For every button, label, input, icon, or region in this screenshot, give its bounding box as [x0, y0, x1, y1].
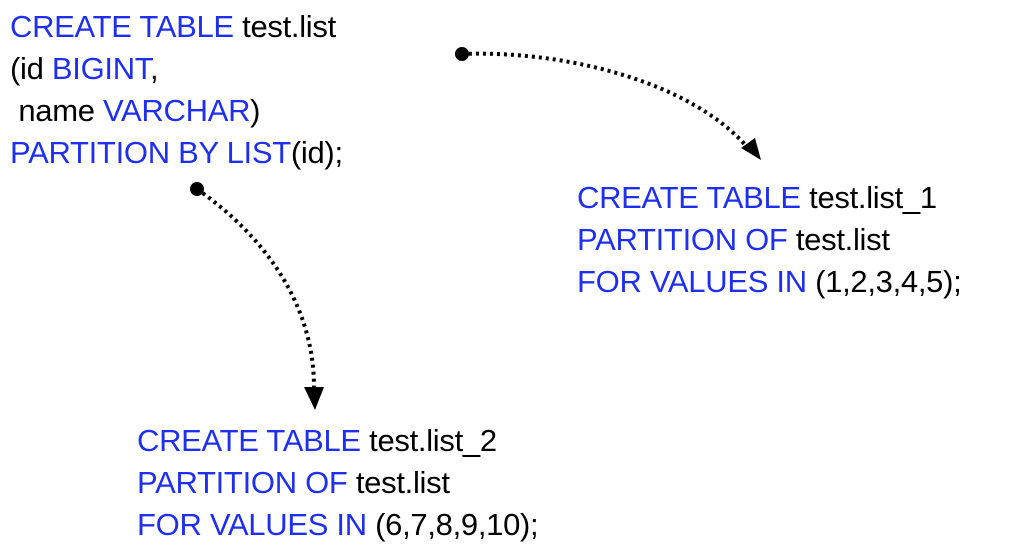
sql-keyword: PARTITION BY LIST — [10, 135, 291, 170]
sql-identifier: (1,2,3,4,5); — [806, 264, 962, 299]
partition-1-line: PARTITION OF test.list — [577, 219, 961, 261]
sql-keyword: VARCHAR — [102, 93, 251, 128]
sql-keyword: BIGINT — [51, 51, 150, 86]
sql-keyword: FOR VALUES IN — [577, 264, 807, 299]
sql-identifier: (id — [10, 51, 52, 86]
sql-identifier: test.list_2 — [360, 423, 497, 458]
sql-identifier: (6,7,8,9,10); — [366, 507, 539, 542]
sql-identifier: , — [149, 51, 159, 86]
sql-identifier: test.list — [347, 465, 450, 500]
arrow-2-head — [304, 387, 324, 410]
sql-keyword: PARTITION OF — [577, 222, 788, 257]
partition-1-line: FOR VALUES IN (1,2,3,4,5); — [577, 261, 962, 303]
parent-table-line: CREATE TABLE test.list — [10, 6, 343, 48]
sql-keyword: CREATE TABLE — [137, 423, 361, 458]
partition-1-line: CREATE TABLE test.list_1 — [577, 177, 961, 219]
parent-table-sql: CREATE TABLE test.list(id BIGINT, name V… — [10, 6, 343, 174]
sql-keyword: PARTITION OF — [137, 465, 348, 500]
arrow-1-head — [741, 138, 761, 160]
sql-identifier: test.list_1 — [800, 180, 937, 215]
sql-identifier: ) — [250, 93, 261, 128]
arrow-to-partition-1 — [461, 51, 750, 150]
arrow-2-origin-dot — [190, 182, 204, 196]
arrow-1-origin-dot — [455, 47, 469, 61]
sql-keyword: CREATE TABLE — [10, 9, 234, 44]
partition-2-line: PARTITION OF test.list — [137, 462, 538, 504]
sql-keyword: FOR VALUES IN — [137, 507, 367, 542]
parent-table-line: (id BIGINT, — [10, 48, 343, 90]
sql-identifier: (id); — [290, 135, 343, 170]
parent-table-line: name VARCHAR) — [10, 90, 343, 132]
arrow-to-partition-2 — [195, 187, 317, 391]
sql-identifier: test.list — [233, 9, 336, 44]
sql-identifier: name — [10, 93, 103, 128]
sql-keyword: CREATE TABLE — [577, 180, 801, 215]
parent-table-line: PARTITION BY LIST(id); — [10, 132, 343, 174]
partition-2-line: FOR VALUES IN (6,7,8,9,10); — [137, 504, 539, 546]
sql-identifier: test.list — [787, 222, 890, 257]
partition-2-line: CREATE TABLE test.list_2 — [137, 420, 538, 462]
